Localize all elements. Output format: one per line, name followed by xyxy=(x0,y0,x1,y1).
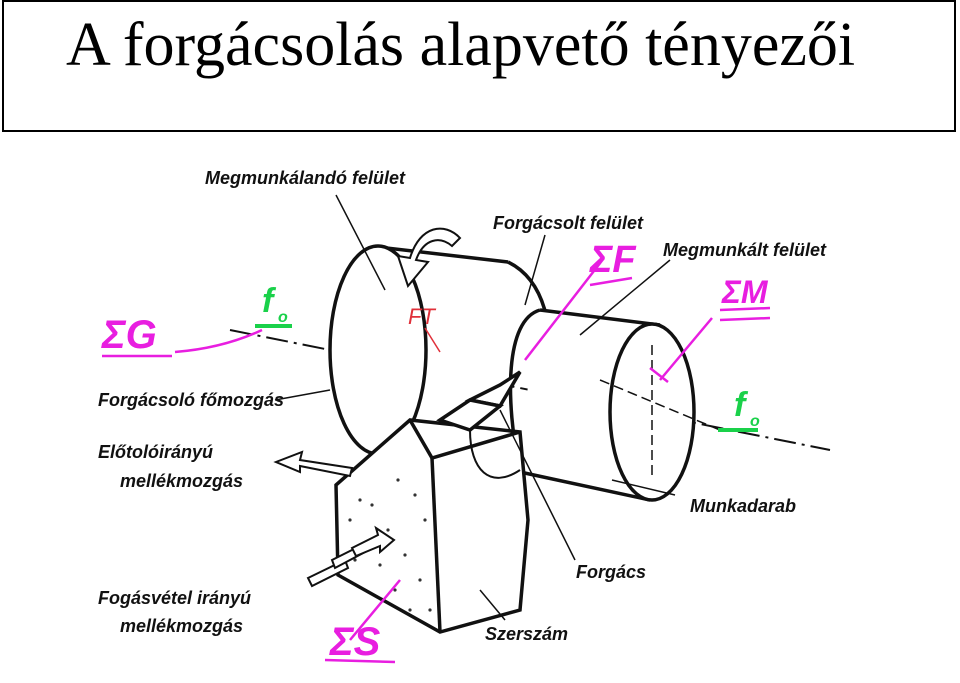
chip xyxy=(469,429,521,479)
label-szerszam: Szerszám xyxy=(485,624,568,644)
label-munkadarab: Munkadarab xyxy=(690,496,796,516)
annot-ft: FT xyxy=(408,304,436,329)
annot-sum-m: ΣM xyxy=(721,274,769,310)
annot-sum-g: ΣG xyxy=(101,313,157,357)
small-cylinder xyxy=(508,308,696,502)
cutting-tool xyxy=(334,370,530,634)
annot-sum-f: ΣF xyxy=(589,239,637,281)
annot-f-right: f xyxy=(734,386,749,424)
green-underlines xyxy=(255,324,758,432)
label-fomozgas: Forgácsoló főmozgás xyxy=(98,390,284,410)
annot-f-left: f xyxy=(262,282,277,320)
page-title: A forgácsolás alapvető tényezői xyxy=(66,11,856,79)
annot-f-left-sub: o xyxy=(278,309,288,326)
label-fogasvetel-1: Fogásvétel irányú xyxy=(98,588,251,608)
ft-leader xyxy=(424,327,441,353)
label-megmunkalando: Megmunkálandó felület xyxy=(205,168,406,188)
rotation-arrow xyxy=(396,227,462,289)
title-frame: A forgácsolás alapvető tényezői xyxy=(2,0,956,132)
label-megmunkalt: Megmunkált felület xyxy=(663,240,827,260)
annot-f-right-sub: o xyxy=(750,413,760,430)
label-elotolo-2: mellékmozgás xyxy=(120,471,243,491)
magenta-leaders xyxy=(102,257,771,664)
depth-of-cut-arrow xyxy=(306,525,396,588)
feed-arrow xyxy=(273,450,354,478)
annot-sum-s: ΣS xyxy=(329,620,381,664)
label-forgacs: Forgács xyxy=(576,562,646,582)
label-fogasvetel-2: mellékmozgás xyxy=(120,616,243,636)
leader-lines xyxy=(274,194,676,621)
label-forgacsolt: Forgácsolt felület xyxy=(493,213,644,233)
label-elotolo-1: Előtolóirányú xyxy=(98,442,213,462)
